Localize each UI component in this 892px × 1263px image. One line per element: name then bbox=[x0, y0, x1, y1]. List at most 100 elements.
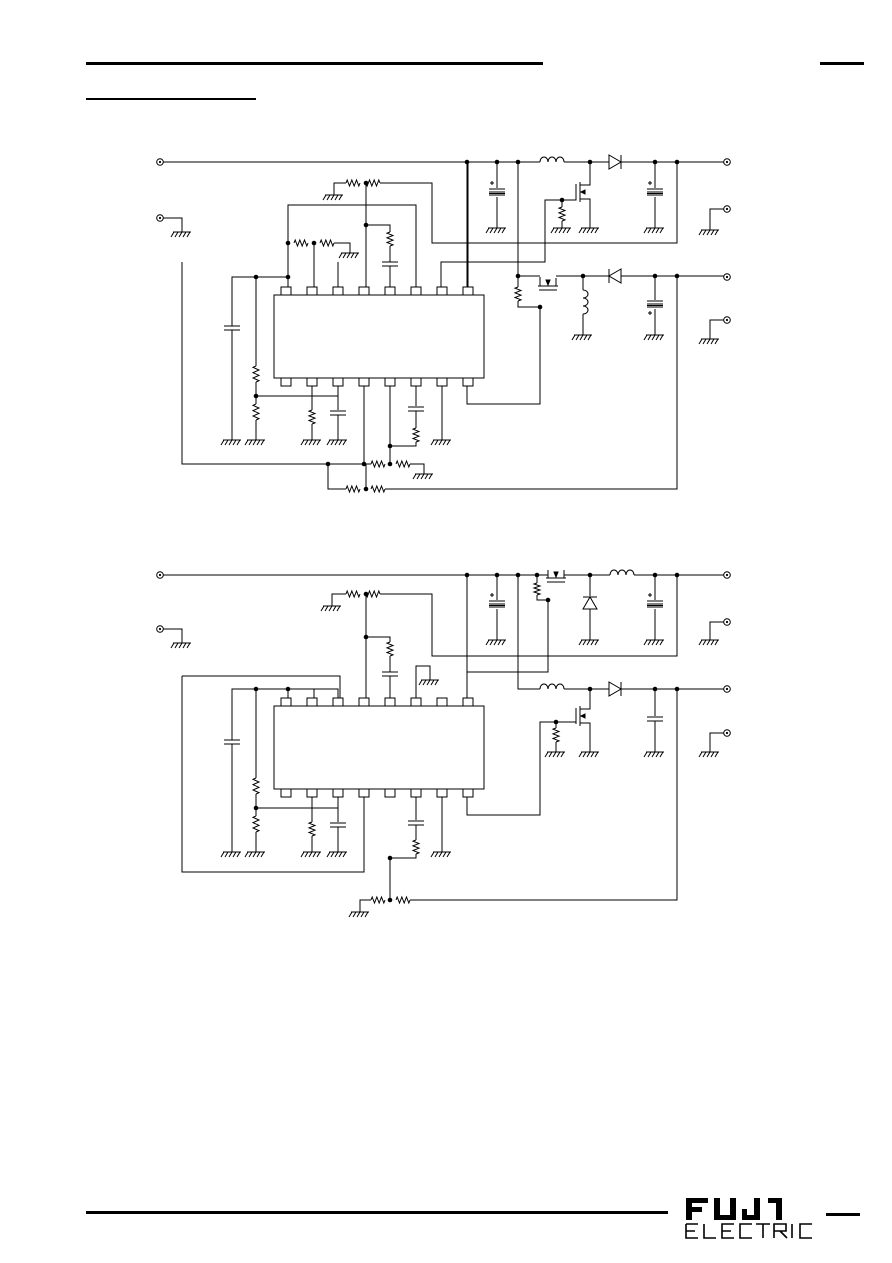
ground-symbol bbox=[338, 252, 359, 259]
electrolytic-capacitor bbox=[647, 181, 663, 196]
junction-dot bbox=[387, 897, 393, 903]
junction-dot bbox=[515, 273, 521, 279]
ground-symbol bbox=[485, 227, 506, 234]
ground-symbol bbox=[643, 334, 664, 341]
ic2-pin-top bbox=[462, 697, 474, 707]
junction-dot bbox=[387, 855, 393, 861]
ground-symbol bbox=[578, 639, 599, 646]
junction-dot bbox=[587, 686, 593, 692]
resistor bbox=[411, 427, 421, 443]
ground-symbol bbox=[300, 439, 321, 446]
capacitor bbox=[330, 410, 346, 416]
inductor bbox=[609, 569, 635, 576]
mosfet bbox=[538, 278, 558, 291]
junction-dot bbox=[652, 686, 658, 692]
ground-symbol bbox=[322, 194, 343, 201]
junction-dot bbox=[325, 461, 331, 467]
junction-dot bbox=[553, 719, 559, 725]
resistor bbox=[370, 459, 386, 469]
electrolytic-capacitor bbox=[647, 300, 663, 315]
diode bbox=[608, 154, 622, 170]
ground-symbol bbox=[320, 605, 341, 612]
diode bbox=[608, 268, 622, 284]
capacitor bbox=[382, 261, 398, 267]
junction-dot bbox=[363, 591, 369, 597]
diode bbox=[608, 681, 622, 697]
ground-symbol bbox=[698, 639, 719, 646]
junction-dot bbox=[587, 572, 593, 578]
resistor bbox=[395, 895, 411, 905]
ic2-pin-bottom bbox=[410, 788, 422, 798]
ground-symbol bbox=[348, 911, 369, 918]
terminal bbox=[723, 273, 731, 281]
ic1-pin-top bbox=[358, 286, 370, 296]
ground-symbol bbox=[412, 473, 433, 480]
junction-dot bbox=[537, 304, 543, 310]
junction-dot bbox=[559, 197, 565, 203]
ic2-pin-bottom bbox=[462, 788, 474, 798]
ground-symbol bbox=[244, 439, 265, 446]
terminal bbox=[723, 618, 731, 626]
capacitor bbox=[330, 822, 346, 828]
diode bbox=[582, 596, 598, 610]
ic1-pin-top bbox=[462, 286, 474, 296]
capacitor bbox=[382, 671, 398, 677]
junction-dot bbox=[253, 805, 259, 811]
footer-rule-long bbox=[86, 1211, 668, 1214]
components bbox=[156, 154, 731, 918]
resistor bbox=[251, 777, 261, 795]
terminal bbox=[156, 571, 164, 579]
ground-symbol bbox=[170, 231, 191, 238]
junction-dot bbox=[515, 159, 521, 165]
resistor bbox=[370, 484, 386, 494]
resistor bbox=[385, 641, 395, 657]
mosfet bbox=[575, 700, 591, 732]
junction-dot bbox=[515, 572, 521, 578]
ic1-pin-bottom bbox=[306, 377, 318, 387]
terminal bbox=[156, 625, 164, 633]
ic2-pin-bottom bbox=[280, 788, 292, 798]
header-rule-long bbox=[86, 62, 543, 65]
junction-dot bbox=[387, 443, 393, 449]
terminal bbox=[723, 571, 731, 579]
resistor bbox=[557, 206, 567, 222]
mosfet bbox=[575, 176, 591, 208]
resistor bbox=[251, 403, 261, 421]
capacitor bbox=[647, 716, 663, 722]
resistor bbox=[345, 178, 361, 188]
junction-dot bbox=[652, 572, 658, 578]
resistor bbox=[307, 409, 317, 425]
control-ic bbox=[273, 697, 485, 798]
junction-dot bbox=[285, 686, 291, 692]
fuji-electric-logo bbox=[685, 1198, 812, 1239]
junction-dot bbox=[494, 159, 500, 165]
terminal bbox=[156, 214, 164, 222]
junction-dot bbox=[361, 461, 367, 467]
ic2-pin-bottom bbox=[332, 788, 344, 798]
junction-dot bbox=[674, 273, 680, 279]
ground-symbol bbox=[643, 639, 664, 646]
resistor bbox=[551, 727, 561, 743]
ic1-pin-bottom bbox=[280, 377, 292, 387]
resistor bbox=[513, 286, 523, 302]
ic2-pin-top bbox=[436, 697, 448, 707]
junction-dot bbox=[545, 597, 551, 603]
section-heading-underline bbox=[86, 98, 256, 100]
ground-symbol bbox=[430, 439, 451, 446]
ground-symbol bbox=[571, 334, 592, 341]
ground-symbol bbox=[244, 851, 265, 858]
resistor bbox=[385, 231, 395, 247]
ic1-pin-bottom bbox=[384, 377, 396, 387]
ground-symbol bbox=[698, 229, 719, 236]
terminal bbox=[723, 729, 731, 737]
ground-symbol bbox=[220, 439, 241, 446]
ground-symbol bbox=[418, 679, 439, 686]
terminal bbox=[723, 685, 731, 693]
resistor bbox=[370, 895, 386, 905]
junction-dot bbox=[674, 159, 680, 165]
ground-symbol bbox=[170, 642, 191, 649]
ground-symbol bbox=[550, 227, 571, 234]
ic2-pin-bottom bbox=[358, 788, 370, 798]
ic2-pin-bottom bbox=[384, 788, 396, 798]
